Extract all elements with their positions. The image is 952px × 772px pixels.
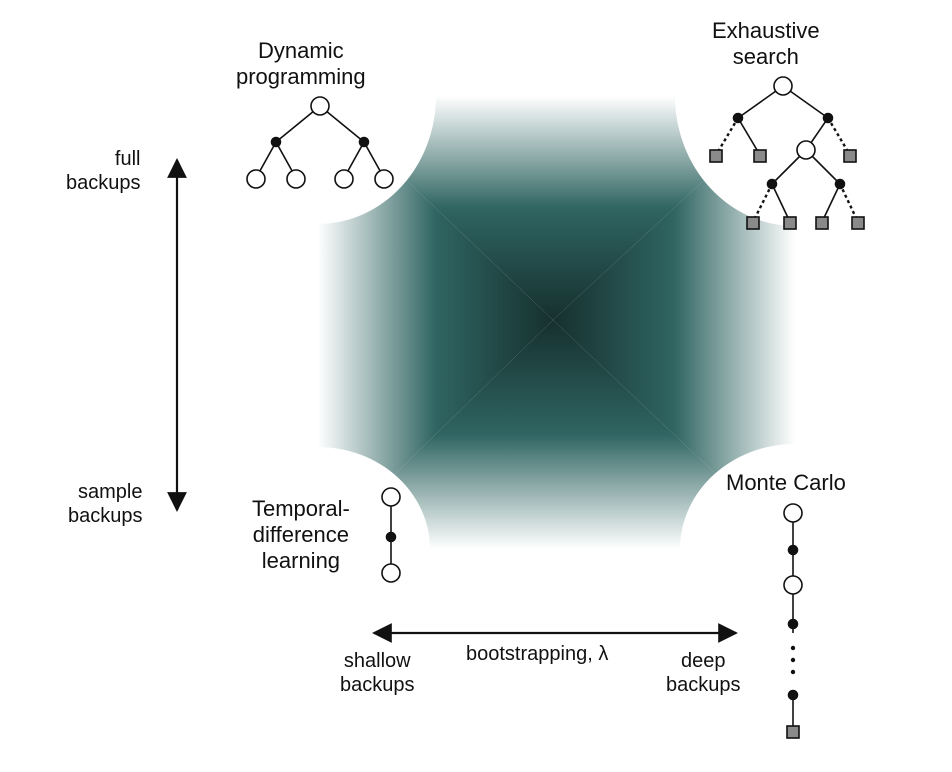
terminal-state-icon (815, 216, 829, 230)
shaded-space-region (318, 96, 795, 549)
temporal-difference-label: Temporal- difference learning (252, 496, 350, 573)
terminal-state-icon (709, 149, 723, 163)
deep-backups-label: deep backups (666, 650, 741, 696)
exhaustive-search-tree (709, 76, 865, 230)
temporal-difference-chain (381, 487, 401, 583)
dynamic-programming-tree (246, 96, 394, 189)
terminal-state-icon (783, 216, 797, 230)
full-backups-label: full backups (66, 148, 141, 194)
monte-carlo-chain (783, 503, 803, 739)
terminal-state-icon (786, 725, 800, 739)
terminal-state-icon (851, 216, 865, 230)
exhaustive-search-label: Exhaustive search (712, 18, 820, 69)
sample-backups-label: sample backups (68, 481, 143, 527)
terminal-state-icon (746, 216, 760, 230)
terminal-state-icon (753, 149, 767, 163)
dynamic-programming-label: Dynamic programming (236, 38, 366, 89)
bootstrapping-lambda-label: bootstrapping, λ (466, 643, 609, 665)
terminal-state-icon (843, 149, 857, 163)
shallow-backups-label: shallow backups (340, 650, 415, 696)
monte-carlo-label: Monte Carlo (726, 470, 846, 495)
